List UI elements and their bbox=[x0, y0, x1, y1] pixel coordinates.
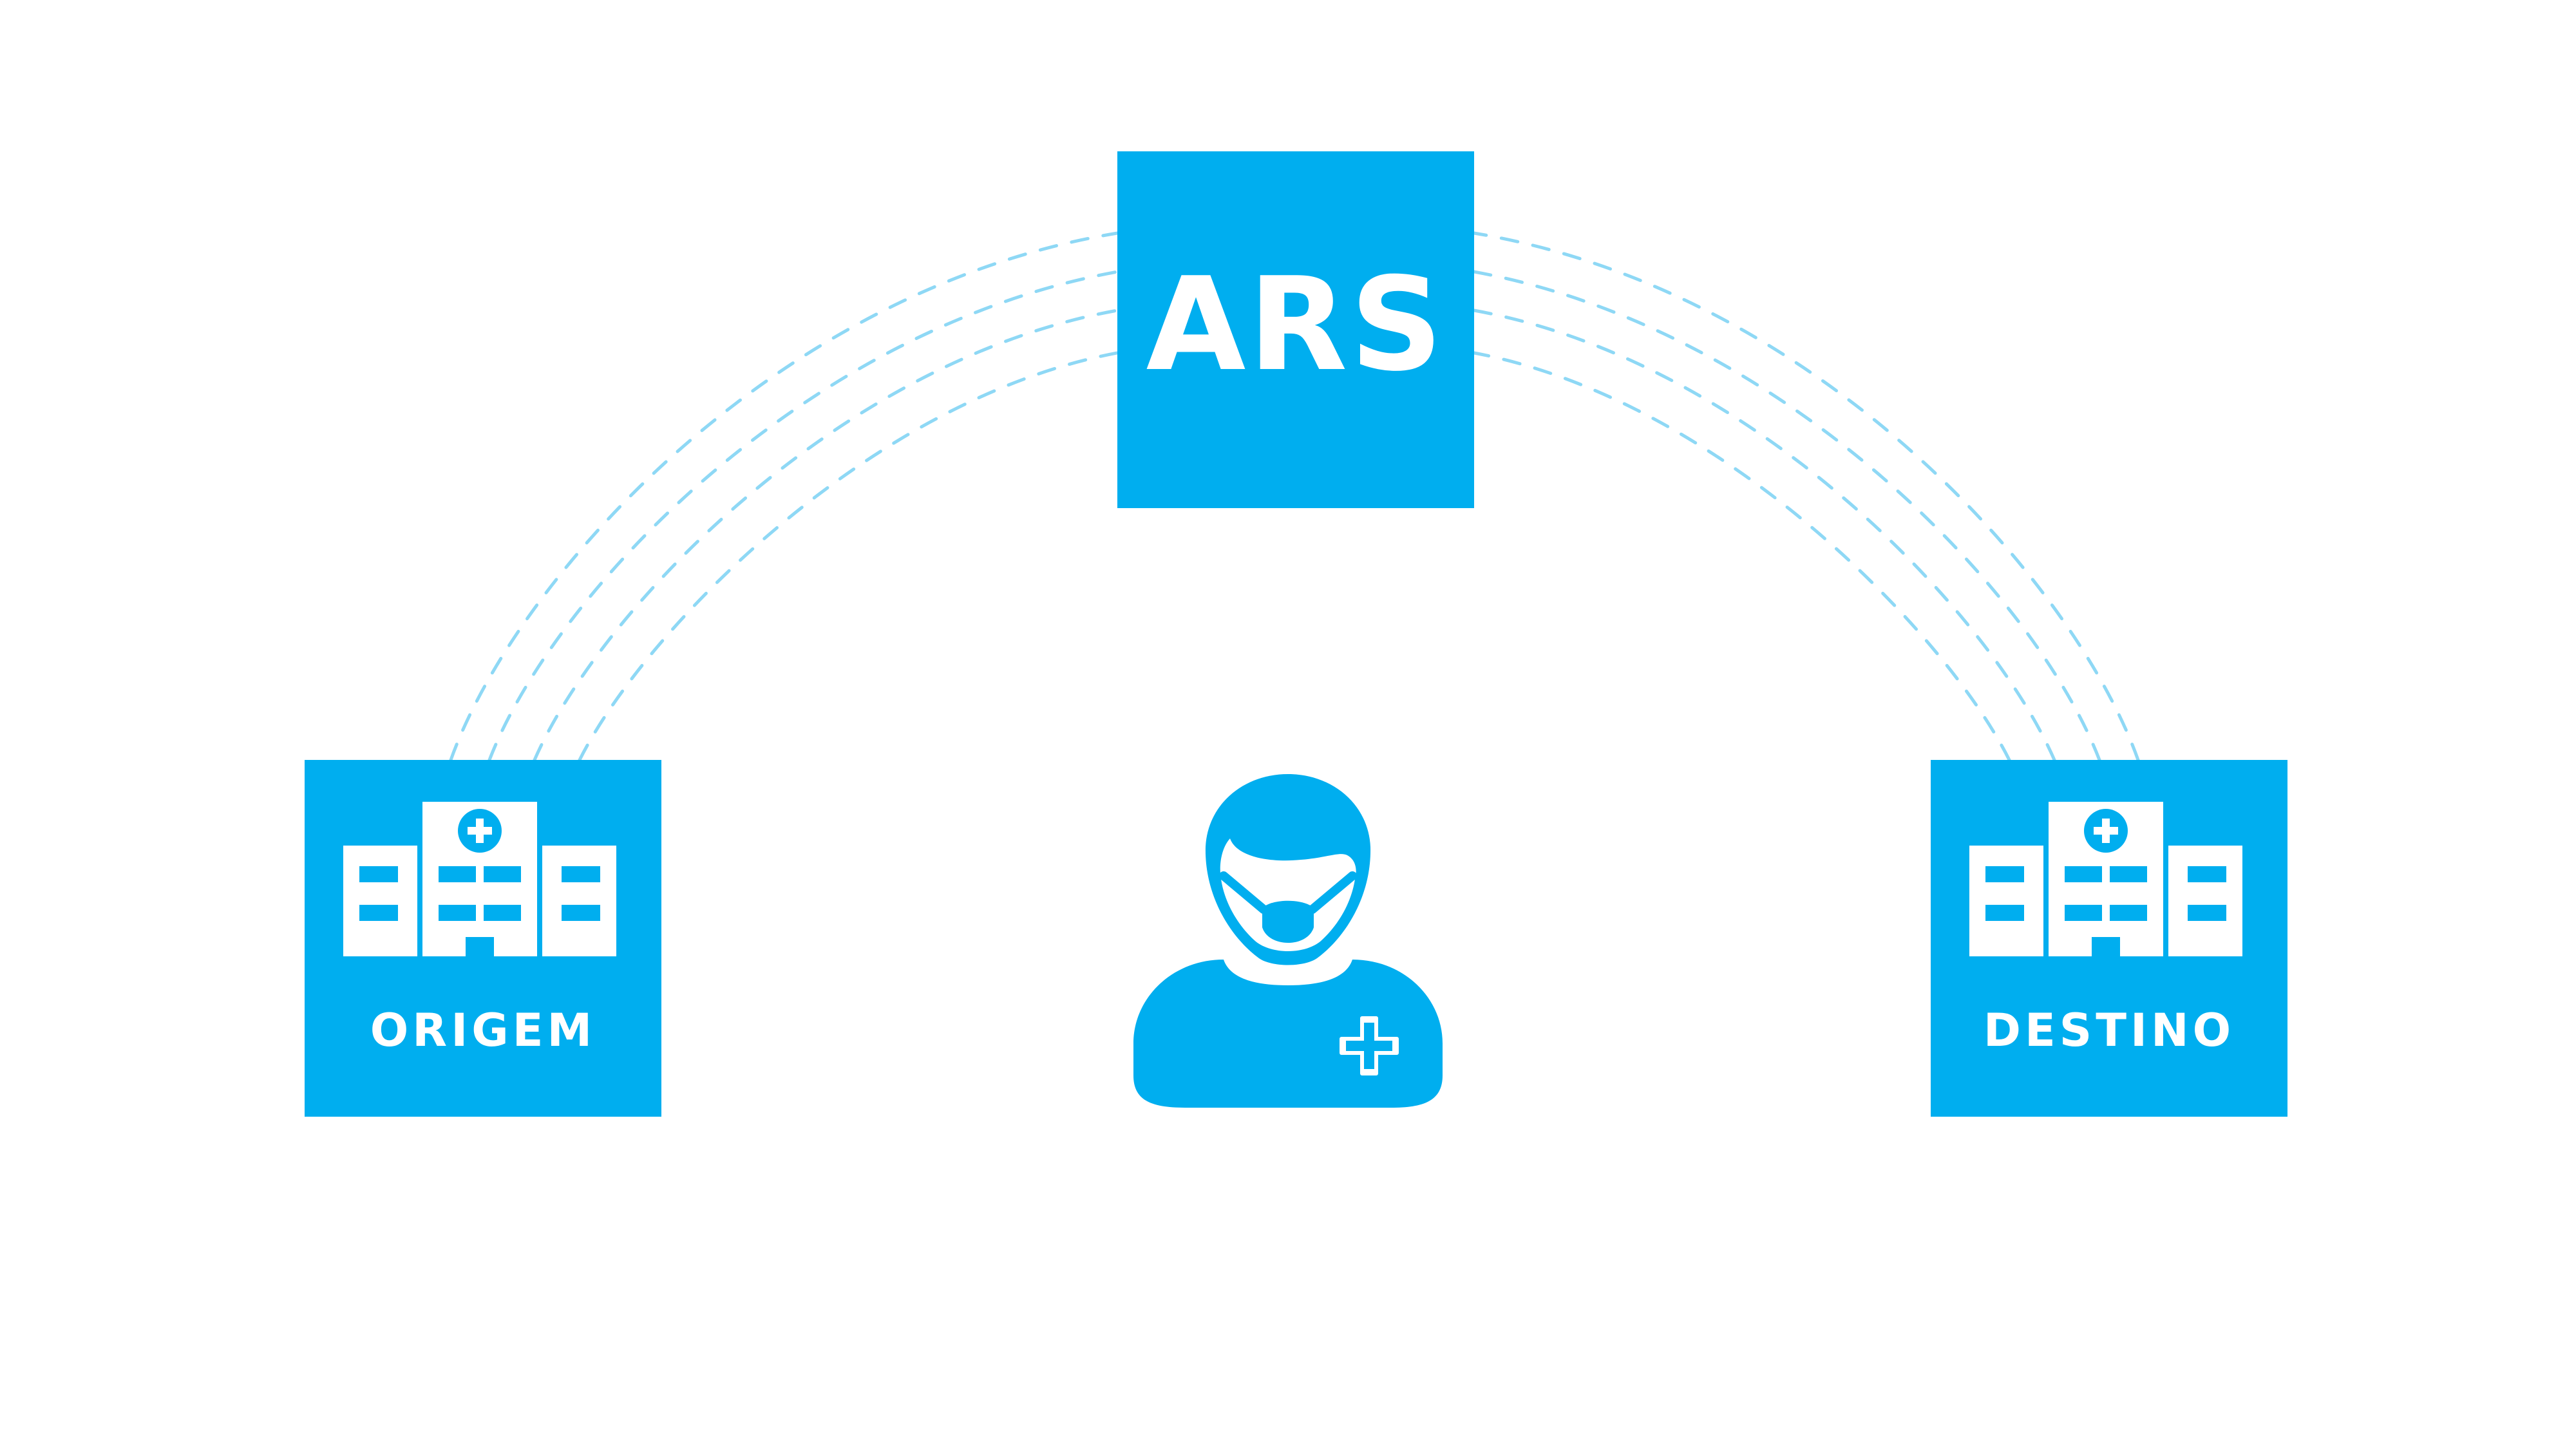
hospital-icon bbox=[343, 802, 616, 956]
arc-connector-2 bbox=[488, 270, 1119, 762]
destino-label: DESTINO bbox=[1983, 1004, 2235, 1057]
hospital-icon bbox=[1969, 802, 2242, 956]
arc-connector-5 bbox=[1472, 231, 2140, 762]
masked-patient-icon bbox=[1133, 774, 1443, 1108]
destino-node: DESTINO bbox=[1931, 760, 2287, 1117]
arc-connector-7 bbox=[1472, 308, 2056, 762]
ars-node: ARS bbox=[1117, 151, 1474, 508]
arc-connector-3 bbox=[533, 308, 1119, 762]
origem-node: ORIGEM bbox=[305, 760, 661, 1117]
arc-connector-4 bbox=[578, 351, 1119, 762]
arc-connector-6 bbox=[1472, 270, 2101, 762]
ars-label: ARS bbox=[1146, 250, 1446, 400]
arc-connector-1 bbox=[449, 231, 1119, 762]
origem-label: ORIGEM bbox=[370, 1004, 596, 1057]
arc-connector-8 bbox=[1472, 351, 2011, 762]
